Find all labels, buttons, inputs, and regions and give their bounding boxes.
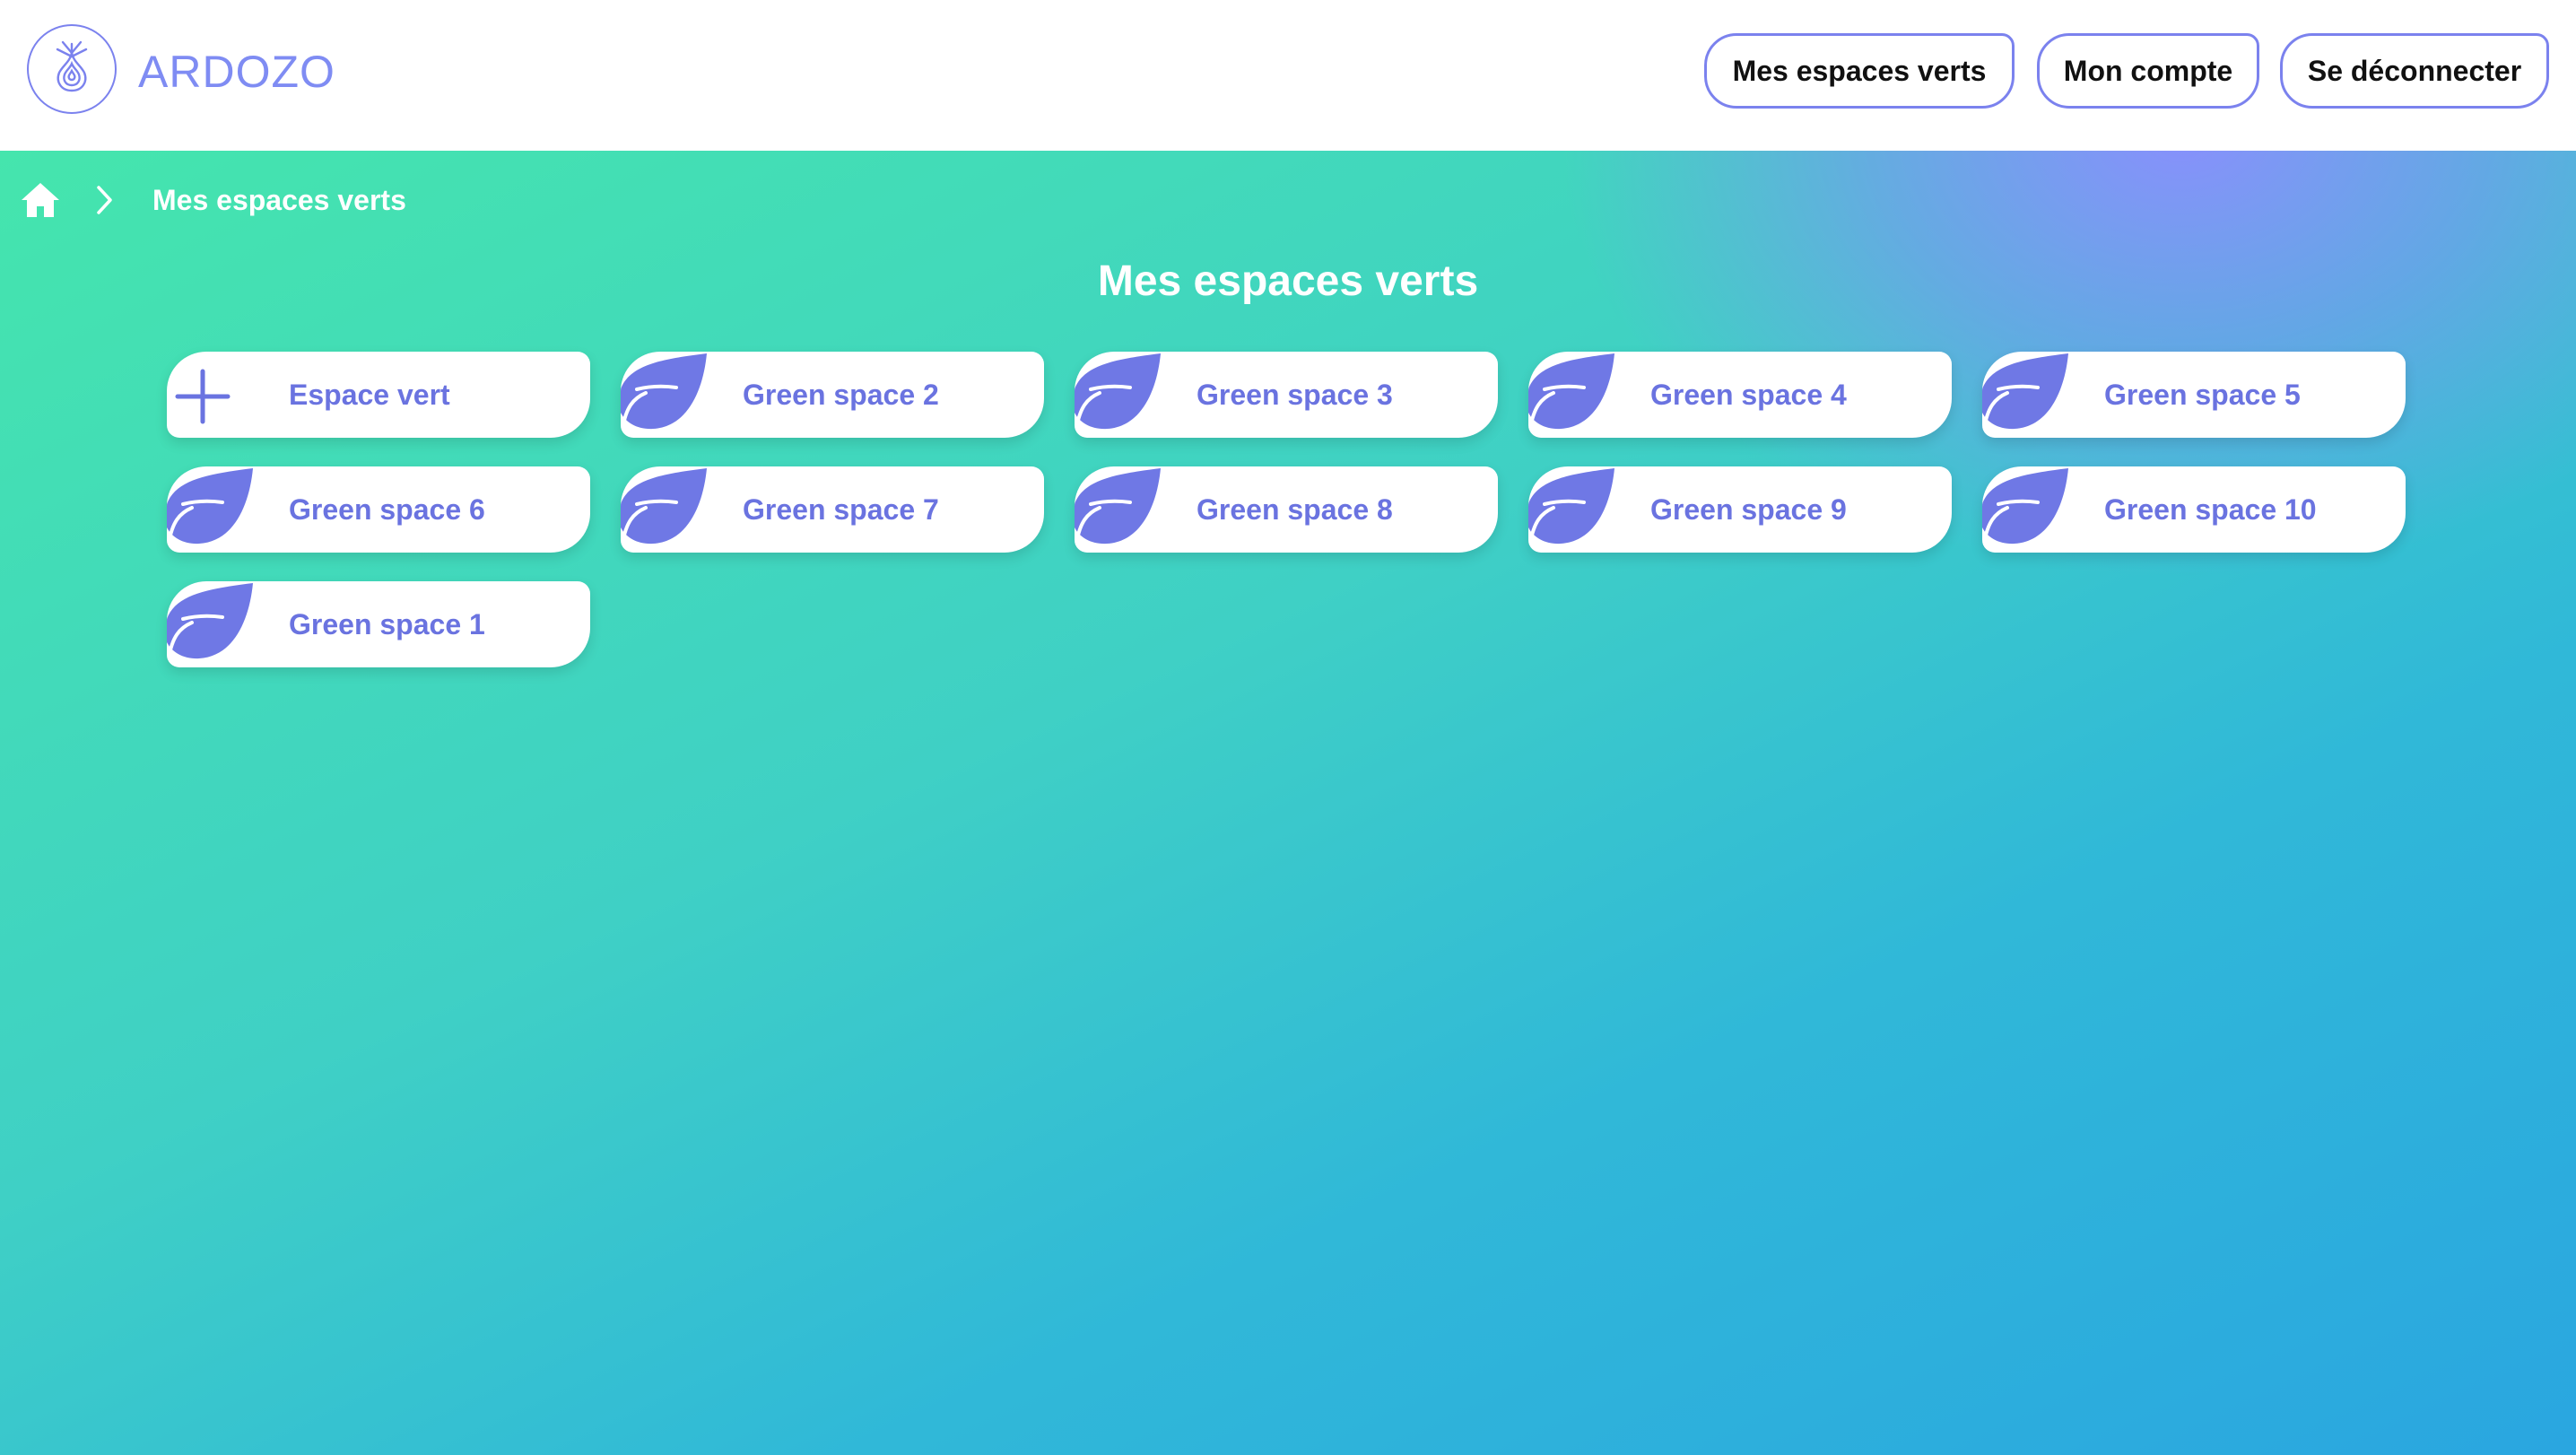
leaf-icon [1075,468,1161,545]
green-space-label: Green space 8 [1197,493,1393,526]
leaf-icon [621,468,707,545]
leaf-icon [621,353,707,431]
home-icon[interactable] [20,181,61,219]
green-space-card[interactable]: Green space 4 [1528,352,1952,438]
page-title: Mes espaces verts [1097,257,1479,305]
leaf-icon [1982,353,2068,431]
green-space-card[interactable]: Green space 5 [1982,352,2406,438]
leaf-icon [167,468,253,545]
leaf-icon [167,583,253,660]
green-space-label: Green space 2 [743,379,939,411]
green-space-label: Green space 4 [1650,379,1847,411]
green-space-label: Green space 9 [1650,493,1847,526]
green-space-card[interactable]: Green space 7 [621,466,1044,553]
main-content: Mes espaces verts Mes espaces verts Espa… [0,151,2576,1455]
breadcrumb-current: Mes espaces verts [152,184,406,216]
green-space-label: Green space 7 [743,493,939,526]
green-space-card[interactable]: Green space 9 [1528,466,1952,553]
chevron-right-icon [95,185,115,215]
green-space-label: Green space 3 [1197,379,1393,411]
green-space-label: Green space 1 [289,608,485,640]
ardozo-logo-icon[interactable] [27,24,117,114]
green-space-label: Green space 10 [2104,493,2317,526]
nav-button-mon-compte[interactable]: Mon compte [2037,33,2259,109]
green-space-card[interactable]: Green space 2 [621,352,1044,438]
leaf-icon [1528,468,1614,545]
green-space-card[interactable]: Green space 8 [1075,466,1498,553]
nav-button-se-deconnecter[interactable]: Se déconnecter [2280,33,2549,109]
add-green-space-button[interactable]: Espace vert [167,352,590,438]
leaf-icon [1982,468,2068,545]
plus-icon [175,369,231,424]
green-space-label: Green space 6 [289,493,485,526]
nav-button-mes-espaces-verts[interactable]: Mes espaces verts [1704,33,2015,109]
add-card-label: Espace vert [289,379,450,411]
green-space-card[interactable]: Green space 1 [167,581,590,667]
green-space-card[interactable]: Green space 10 [1982,466,2406,553]
leaf-icon [1528,353,1614,431]
leaf-icon [1075,353,1161,431]
green-space-card[interactable]: Green space 3 [1075,352,1498,438]
green-space-label: Green space 5 [2104,379,2301,411]
top-header: ARDOZO Mes espaces verts Mon compte Se d… [0,0,2576,151]
brand-name[interactable]: ARDOZO [138,47,335,97]
green-space-card[interactable]: Green space 6 [167,466,590,553]
